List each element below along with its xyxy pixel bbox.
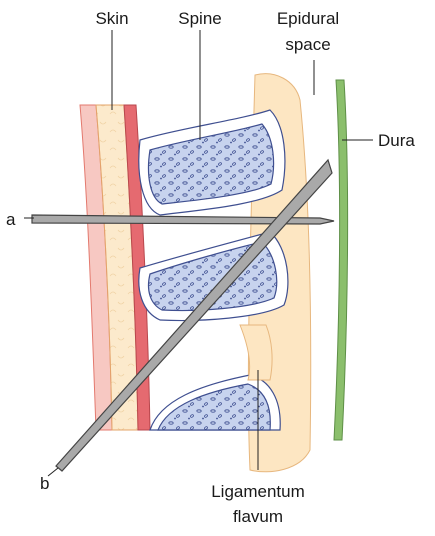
ligamentum-flavum [240, 325, 272, 380]
needle-b-leader [48, 468, 58, 476]
needle-a-label: a [6, 210, 16, 229]
skin-label: Skin [95, 9, 128, 28]
dura-mater [334, 80, 348, 440]
vertebra-lower [150, 375, 280, 430]
spine-label: Spine [178, 9, 221, 28]
ligamentum-label-line2: flavum [233, 507, 283, 526]
dura-label: Dura [378, 131, 415, 150]
ligamentum-label-line1: Ligamentum [211, 482, 305, 501]
needle-b-label: b [40, 474, 49, 493]
epidural-label-line1: Epidural [277, 9, 339, 28]
epidural-label-line2: space [285, 35, 330, 54]
